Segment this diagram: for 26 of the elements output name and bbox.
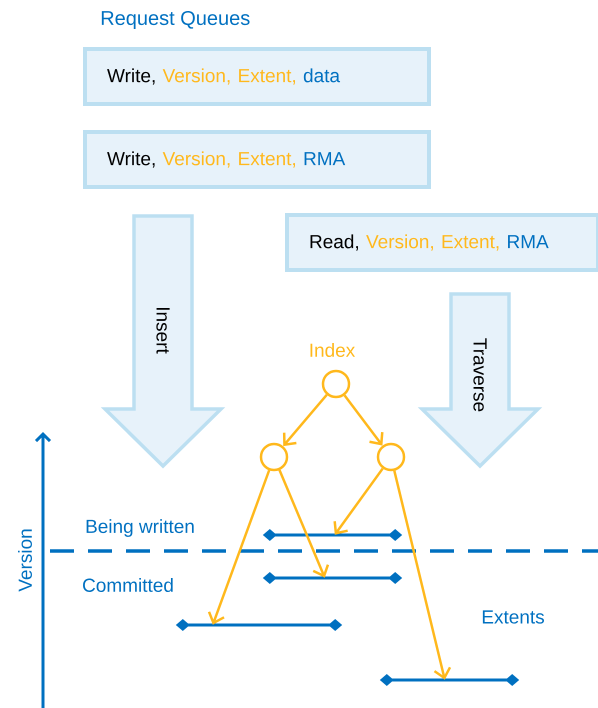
arrow (333, 468, 384, 535)
arrow (393, 470, 452, 680)
extent-bar (176, 619, 342, 631)
axis-label: Version (18, 530, 32, 592)
tree-node-circle (376, 442, 406, 472)
tree-node-circle (322, 370, 350, 398)
queue-box: Read, Version, Extent, RMA (285, 213, 598, 272)
block-arrow (100, 214, 226, 468)
arrow (278, 470, 330, 578)
edge-label: Insert (156, 308, 170, 354)
arrow (282, 394, 328, 446)
tree-node-circle (260, 442, 288, 472)
index-label: Index (310, 343, 356, 357)
block-arrow (418, 292, 542, 468)
extent-bar (262, 529, 402, 541)
title: Request Queues (102, 10, 250, 30)
edge-label: Traverse (473, 338, 487, 412)
extent-bar (380, 674, 520, 686)
arrow (344, 394, 384, 446)
queue-box: Write, Version, Extent, RMA (83, 130, 431, 189)
region-label: Extents (482, 610, 544, 624)
region-label: Being written (86, 519, 194, 537)
arrow (208, 470, 270, 625)
extent-bar (262, 572, 402, 584)
queue-box: Write, Version, Extent, data (83, 47, 431, 106)
region-label: Committed (83, 578, 173, 592)
